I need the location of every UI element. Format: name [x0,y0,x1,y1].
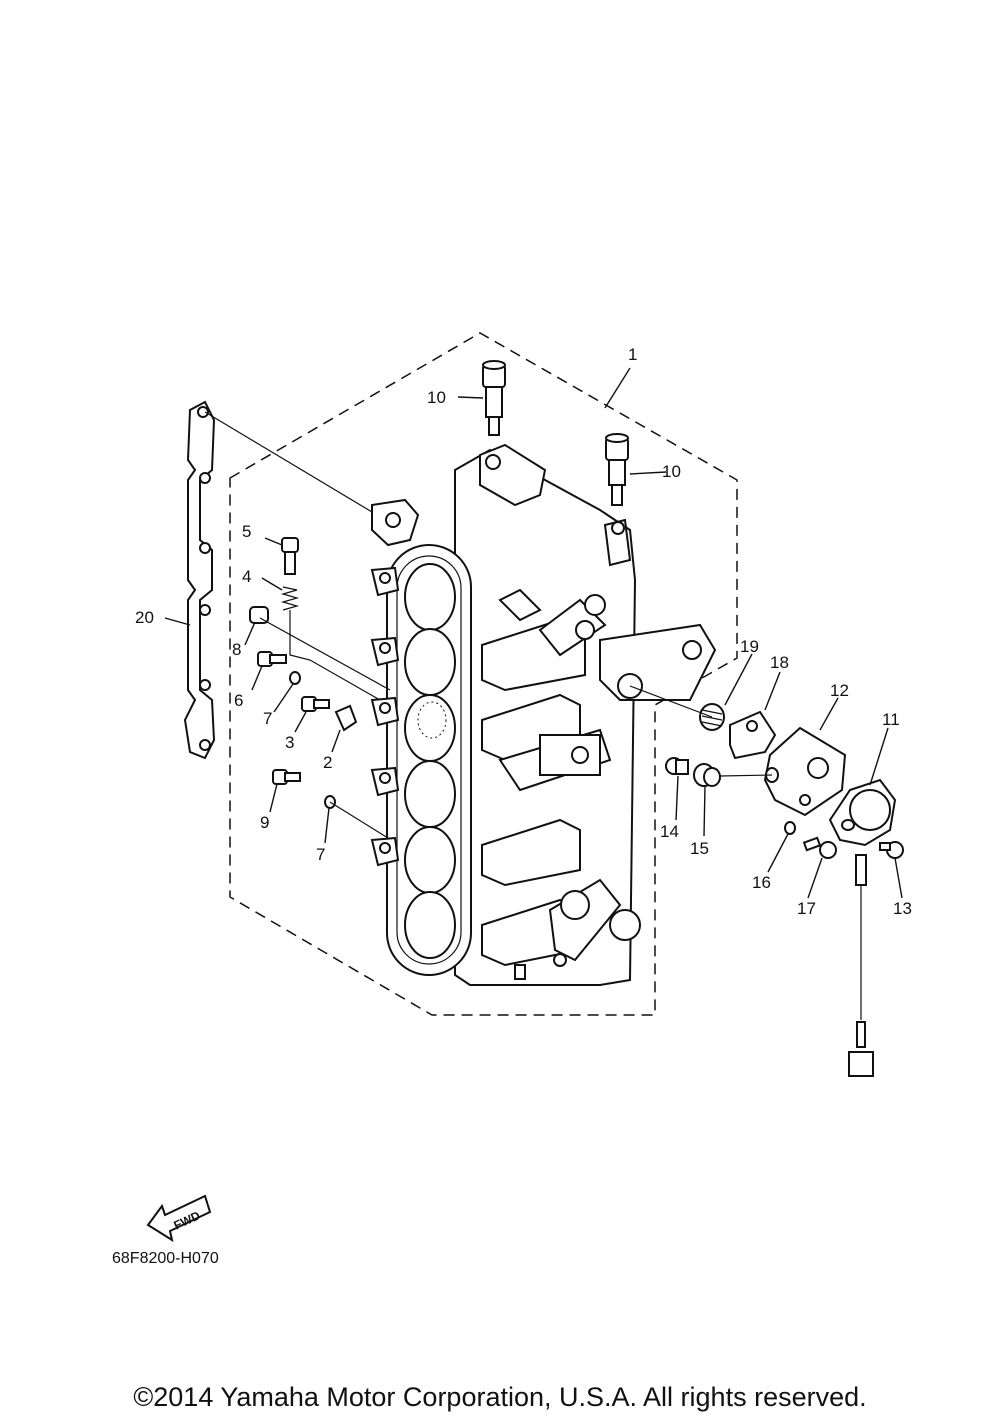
sensor-wire [848,854,874,1077]
drawing-code: 68F8200-H070 [112,1250,219,1267]
bracket-2 [334,704,358,732]
label-5: 5 [242,522,251,541]
label-8: 8 [232,640,241,659]
label-7b: 7 [316,845,325,864]
label-11: 11 [882,710,900,729]
gasket-strip [183,400,216,760]
hose-fitting-lower [605,433,629,506]
sensor-bracket-12 [763,726,847,817]
washer-7a [289,671,301,685]
label-7a: 7 [263,709,272,728]
spring-4 [280,586,300,611]
label-10a: 10 [427,388,446,407]
copyright-notice: ©2014 Yamaha Motor Corporation, U.S.A. A… [133,1382,867,1412]
label-9: 9 [260,813,269,832]
label-10b: 10 [662,462,681,481]
screw-5 [281,537,299,575]
label-1: 1 [628,345,637,364]
label-14: 14 [660,822,679,841]
label-6: 6 [234,691,243,710]
screw-3 [301,696,330,712]
hose-fitting-upper [482,360,506,436]
screw-9 [272,769,301,785]
label-12: 12 [830,681,849,700]
washer-16 [784,821,796,835]
leader-lines [164,367,903,899]
label-19: 19 [740,637,759,656]
label-18: 18 [770,653,789,672]
assembly-boundary [229,332,738,1016]
screw-6 [257,651,287,667]
fwd-arrow-icon: FWD [146,1194,212,1243]
label-15: 15 [690,839,709,858]
cap-8 [249,606,269,624]
label-3: 3 [285,733,294,752]
label-4: 4 [242,567,251,586]
block-18 [729,710,777,760]
screw-13 [879,841,904,859]
label-16: 16 [752,873,771,892]
label-17: 17 [797,899,816,918]
label-20: 20 [135,608,154,627]
screw-17 [802,836,837,859]
grommet-15 [693,763,721,787]
label-13: 13 [893,899,912,918]
cap-14 [665,757,689,775]
intake-manifold-body [370,443,717,986]
sensor-11 [828,778,897,847]
label-2: 2 [323,753,332,772]
